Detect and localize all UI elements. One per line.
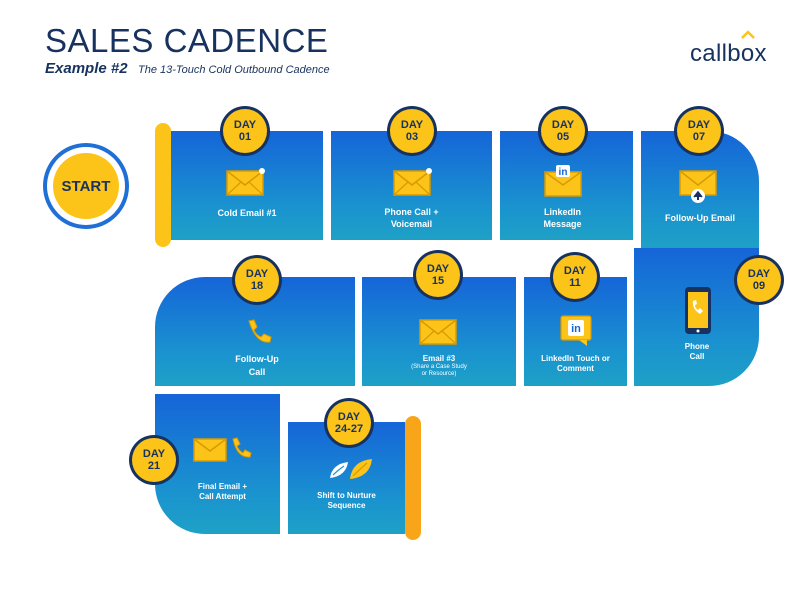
day-badge-03: DAY 03	[387, 106, 437, 156]
day-word: DAY	[551, 119, 575, 131]
day-badge-07: DAY 07	[674, 106, 724, 156]
step-label-day-21-line-2: Call Attempt	[199, 492, 246, 501]
day-number: 05	[556, 131, 570, 143]
envelope-icon	[419, 319, 457, 345]
step-sublabel-day-15-line-1: (Share a Case Study	[411, 364, 467, 370]
day-word: DAY	[400, 119, 424, 131]
leaves-icon	[330, 459, 372, 479]
example-label: Example #2	[45, 60, 128, 77]
step-label-day-05-line-1: LinkedIn	[543, 207, 581, 217]
day-badge-09: DAY 09	[734, 255, 784, 305]
step-label-day-18-line-2: Call	[248, 367, 266, 377]
day-word: DAY	[245, 268, 269, 280]
start-label: START	[61, 177, 111, 195]
day-word: DAY	[687, 119, 711, 131]
envelope-phone-icon	[193, 437, 252, 462]
day-badge-21: DAY 21	[129, 435, 179, 485]
step-label-day-15: Email #3	[422, 354, 456, 363]
row-1-start-bar	[155, 123, 171, 247]
start-marker: START	[43, 143, 129, 229]
svg-text:in: in	[571, 323, 581, 335]
day-badge-05: DAY 05	[538, 106, 588, 156]
step-label-day-24-27-line-1: Shift to Nurture	[317, 491, 376, 500]
day-number: 09	[752, 280, 766, 292]
day-badge-15: DAY 15	[413, 250, 463, 300]
day-badge-01: DAY 01	[220, 106, 270, 156]
day-word: DAY	[337, 411, 361, 423]
mobile-phone-icon	[685, 287, 711, 334]
day-number: 24-27	[334, 423, 364, 435]
day-number: 03	[405, 131, 419, 143]
step-label-day-18-line-1: Follow-Up	[235, 354, 279, 364]
subtitle-row: Example #2 The 13-Touch Cold Outbound Ca…	[45, 60, 330, 78]
row-3-end-bar	[405, 416, 421, 540]
day-badge-24-27: DAY 24-27	[324, 398, 374, 448]
step-label-day-07: Follow-Up Email	[664, 213, 735, 223]
envelope-upload-icon	[679, 170, 717, 203]
step-label-day-11-line-2: Comment	[557, 364, 594, 373]
day-number: 11	[569, 277, 581, 289]
day-word: DAY	[563, 265, 587, 277]
linkedin-comment-icon: in	[560, 315, 592, 346]
day-badge-18: DAY 18	[232, 255, 282, 305]
day-number: 21	[147, 460, 161, 472]
callbox-logo: callbox	[690, 30, 770, 70]
linkedin-envelope-icon: in	[544, 165, 582, 197]
day-word: DAY	[233, 119, 257, 131]
day-number: 07	[692, 131, 706, 143]
envelope-icon	[226, 168, 265, 196]
day-badge-11: DAY 11	[550, 252, 600, 302]
step-label-day-03-line-2: Voicemail	[390, 219, 433, 229]
step-sublabel-day-15-line-2: or Resource)	[421, 371, 457, 377]
day-word: DAY	[142, 448, 166, 460]
svg-text:in: in	[559, 167, 568, 178]
step-label-day-21-line-1: Final Email +	[197, 482, 248, 491]
step-label-day-03-line-1: Phone Call +	[384, 207, 439, 217]
day-number: 15	[431, 275, 445, 287]
cadence-description: The 13-Touch Cold Outbound Cadence	[138, 64, 330, 76]
step-label-day-11-line-1: LinkedIn Touch or	[541, 354, 610, 363]
day-number: 18	[250, 280, 264, 292]
step-label-day-05-line-2: Message	[543, 219, 582, 229]
step-label-day-24-27-line-2: Sequence	[327, 501, 366, 510]
step-label-day-09-line-2: Call	[689, 352, 705, 361]
day-number: 01	[238, 131, 252, 143]
envelope-icon	[393, 168, 432, 196]
day-word: DAY	[747, 268, 771, 280]
step-label-day-09-line-1: Phone	[684, 342, 710, 351]
day-word: DAY	[426, 263, 450, 275]
page-title: SALES CADENCE	[45, 22, 329, 59]
step-label-day-01: Cold Email #1	[217, 208, 277, 218]
logo-text: callbox	[690, 40, 767, 67]
phone-icon	[248, 319, 272, 343]
logo-caret-icon	[741, 30, 755, 39]
